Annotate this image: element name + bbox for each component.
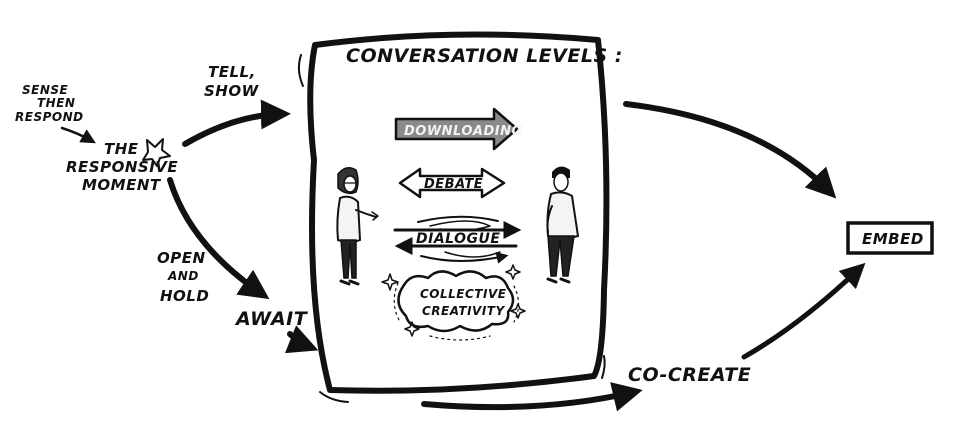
star-burst-icon [142, 138, 171, 167]
responsive-moment-label: THE RESPONSIVE MOMENT [66, 140, 178, 194]
await-label: AWAIT [234, 308, 309, 330]
svg-text:HOLD: HOLD [160, 287, 209, 305]
co-create-arrow-bottom [421, 382, 643, 412]
dialogue-arrows: DIALOGUE [393, 215, 522, 264]
svg-text:EMBED: EMBED [862, 230, 924, 248]
sense-arrow [60, 126, 96, 144]
embed-arrow-top [623, 101, 837, 199]
await-arrow [284, 325, 319, 354]
collective-creativity-cloud: COLLECTIVE CREATIVITY [393, 270, 520, 341]
sparkle-icon [381, 264, 526, 337]
svg-text:MOMENT: MOMENT [82, 176, 162, 194]
svg-text:THEN: THEN [37, 96, 75, 110]
co-create-to-embed-arrow [741, 262, 866, 360]
woman-figure-icon [336, 167, 379, 286]
svg-text:TELL,: TELL, [208, 63, 256, 81]
svg-text:CREATIVITY: CREATIVITY [422, 304, 505, 318]
svg-text:OPEN: OPEN [157, 249, 206, 267]
svg-text:THE: THE [104, 140, 139, 158]
svg-text:RESPONSIVE: RESPONSIVE [66, 158, 178, 176]
downloading-arrow: DOWNLOADING [394, 107, 523, 151]
svg-text:SHOW: SHOW [204, 82, 260, 100]
svg-text:AND: AND [167, 269, 199, 283]
co-create-label: CO-CREATE [628, 364, 751, 386]
svg-text:DIALOGUE: DIALOGUE [416, 231, 500, 247]
tell-show-arrow [182, 99, 291, 147]
conversation-panel-frame [307, 31, 610, 394]
svg-text:COLLECTIVE: COLLECTIVE [420, 287, 507, 301]
debate-arrow: DEBATE [398, 167, 506, 199]
svg-text:RESPOND: RESPOND [15, 110, 84, 124]
tell-show-label: TELL, SHOW [204, 63, 260, 100]
open-hold-arrow [167, 177, 270, 300]
panel-sketch-stroke [601, 355, 606, 379]
panel-sketch-stroke [319, 391, 349, 403]
man-figure-icon [546, 166, 580, 284]
svg-text:SENSE: SENSE [22, 83, 69, 97]
panel-title: CONVERSATION LEVELS : [346, 45, 623, 67]
embed-box: EMBED [846, 221, 934, 255]
panel-sketch-stroke [297, 54, 304, 87]
svg-text:DEBATE: DEBATE [424, 177, 483, 192]
svg-text:DOWNLOADING: DOWNLOADING [404, 124, 523, 139]
open-and-hold-label: OPEN AND HOLD [157, 249, 209, 305]
sense-then-respond-label: SENSE THEN RESPOND [15, 83, 84, 124]
